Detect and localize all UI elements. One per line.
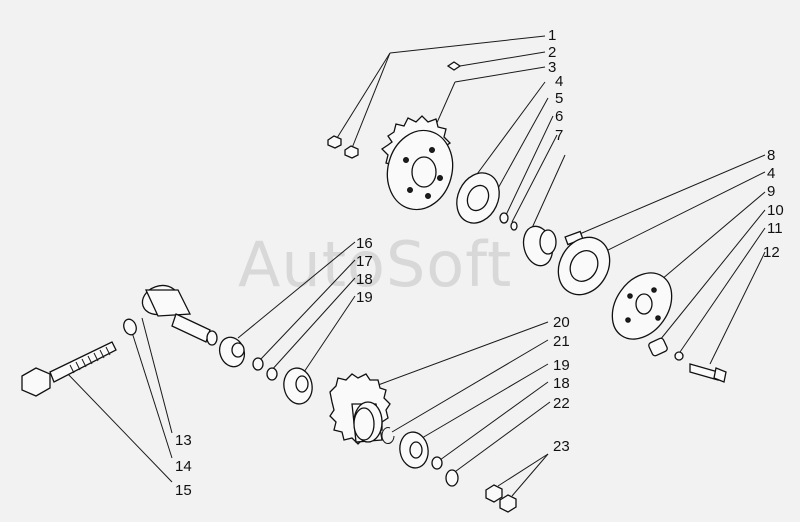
callout-17: 17 [356, 253, 373, 270]
callout-9: 9 [767, 183, 775, 200]
callout-19-lower: 19 [553, 357, 570, 374]
callout-21: 21 [553, 333, 570, 350]
callout-2: 2 [548, 44, 556, 61]
callout-19: 19 [356, 289, 373, 306]
part-11-ring [674, 351, 684, 361]
part-17-18-washers [252, 357, 278, 381]
part-1-nuts [327, 135, 359, 159]
part-19-bearing [283, 367, 313, 405]
callout-18: 18 [356, 271, 373, 288]
part-23-nuts [485, 484, 517, 513]
callout-23: 23 [553, 438, 570, 455]
part-2-lock-pin [446, 61, 462, 71]
part-12-bolt [689, 363, 727, 383]
part-7-hub [522, 225, 557, 267]
callout-20: 20 [553, 314, 570, 331]
part-10-spring-washer [648, 337, 668, 357]
callout-11: 11 [767, 220, 783, 237]
part-5-6-small-parts [499, 212, 518, 231]
part-20-lower-sprocket [329, 373, 391, 445]
watermark: AutoSoft [238, 228, 512, 301]
callout-10: 10 [767, 202, 784, 219]
part-13-tensioner-arm [141, 284, 218, 346]
callout-8: 8 [767, 147, 775, 164]
callout-4: 4 [555, 73, 563, 90]
part-19b-bearing [399, 431, 429, 469]
callout-16: 16 [356, 235, 373, 252]
callout-6: 6 [555, 108, 563, 125]
callout-12: 12 [763, 244, 780, 261]
callout-15: 15 [175, 482, 192, 499]
callout-18-lower: 18 [553, 375, 570, 392]
part-16-roller [218, 336, 246, 368]
part-21-snap-ring [381, 427, 395, 445]
callout-22: 22 [553, 395, 570, 412]
callout-numbers: 1 2 3 4 5 6 7 8 4 9 10 11 12 16 17 18 19… [175, 27, 784, 499]
part-15-long-bolt [21, 341, 117, 397]
callout-3: 3 [548, 59, 556, 76]
part-18b-washer [431, 456, 443, 470]
callout-4-right: 4 [767, 165, 775, 182]
part-4b-washer [557, 236, 611, 296]
part-3-upper-sprocket [380, 115, 454, 211]
callout-1: 1 [548, 27, 556, 44]
callout-7: 7 [555, 127, 563, 144]
part-14-washer [123, 318, 137, 336]
part-22-washer [445, 469, 459, 487]
part-9-flange-plate [611, 272, 673, 340]
leader-lines [65, 35, 766, 497]
callout-14: 14 [175, 458, 192, 475]
callout-13: 13 [175, 432, 192, 449]
callout-5: 5 [555, 90, 563, 107]
part-4-washer-large [456, 172, 500, 224]
